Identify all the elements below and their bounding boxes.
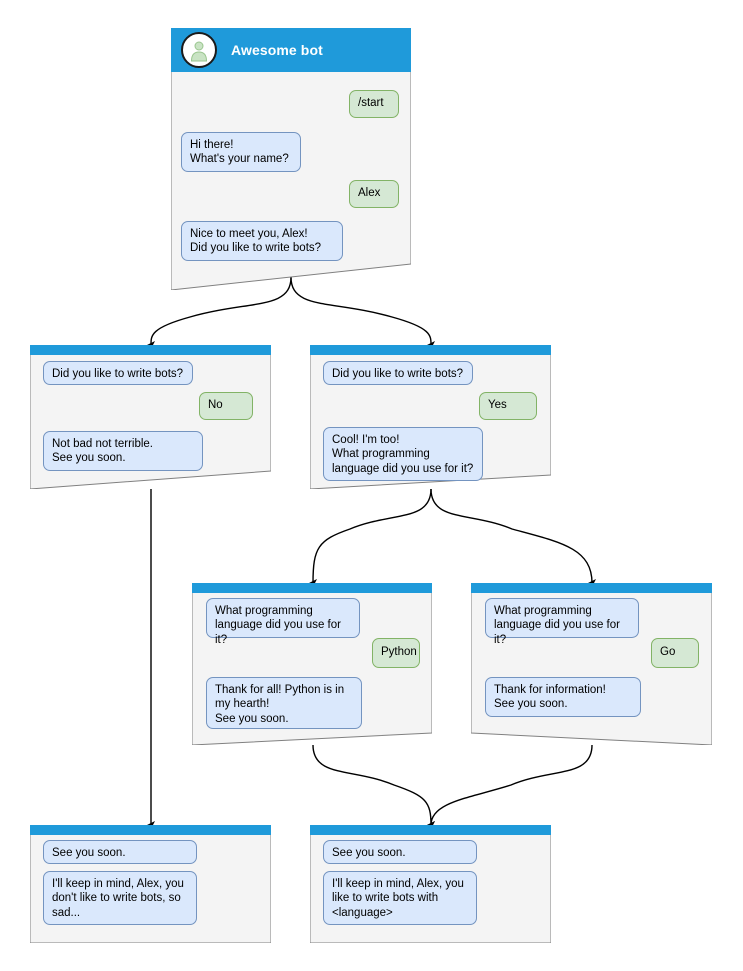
bot-title: Awesome bot — [231, 42, 323, 58]
node-go-branch-titlebar — [471, 583, 712, 593]
message-bubble-bot: Cool! I'm too! What programming language… — [323, 427, 483, 481]
person-avatar-icon — [181, 32, 217, 68]
node-python-branch-titlebar — [192, 583, 432, 593]
message-bubble-bot: I'll keep in mind, Alex, you like to wri… — [323, 871, 477, 925]
edge-python-to-end-happy — [312, 744, 436, 829]
message-bubble-bot: See you soon. — [43, 840, 197, 864]
node-end-sad[interactable]: See you soon. I'll keep in mind, Alex, y… — [30, 825, 271, 943]
message-bubble-bot: Not bad not terrible. See you soon. — [43, 431, 203, 471]
edge-yes-to-python — [309, 488, 432, 588]
node-python-branch[interactable]: What programming language did you use fo… — [192, 583, 432, 745]
edge-go-to-end-happy — [427, 744, 593, 830]
message-bubble-bot: Thank for all! Python is in my hearth! S… — [206, 677, 362, 729]
node-no-branch-titlebar — [30, 345, 271, 355]
node-go-branch[interactable]: What programming language did you use fo… — [471, 583, 712, 745]
message-bubble-bot: What programming language did you use fo… — [206, 598, 360, 646]
message-bubble-bot: Thank for information! See you soon. — [485, 677, 641, 717]
node-end-happy[interactable]: See you soon. I'll keep in mind, Alex, y… — [310, 825, 551, 943]
message-bubble-user: Python — [372, 638, 420, 668]
message-bubble-bot: Hi there! What's your name? — [181, 132, 301, 172]
node-start[interactable]: Awesome bot /start Hi there! What's your… — [171, 28, 411, 290]
message-bubble-user: /start — [349, 90, 399, 118]
node-no-branch[interactable]: Did you like to write bots? No Not bad n… — [30, 345, 271, 489]
message-bubble-user: No — [199, 392, 253, 420]
message-bubble-user: Yes — [479, 392, 537, 420]
node-start-titlebar: Awesome bot — [171, 28, 411, 72]
message-bubble-user: Alex — [349, 180, 399, 208]
edge-yes-to-go — [430, 488, 597, 587]
message-bubble-bot: See you soon. — [323, 840, 477, 864]
message-bubble-bot: Nice to meet you, Alex! Did you like to … — [181, 221, 343, 261]
message-bubble-bot: What programming language did you use fo… — [485, 598, 639, 646]
message-bubble-bot: I'll keep in mind, Alex, you don't like … — [43, 871, 197, 925]
node-yes-branch-titlebar — [310, 345, 551, 355]
message-bubble-bot: Did you like to write bots? — [323, 361, 473, 385]
node-yes-branch[interactable]: Did you like to write bots? Yes Cool! I'… — [310, 345, 551, 489]
message-bubble-bot: Did you like to write bots? — [43, 361, 193, 385]
message-bubble-user: Go — [651, 638, 699, 668]
node-end-happy-titlebar — [310, 825, 551, 835]
node-end-sad-titlebar — [30, 825, 271, 835]
